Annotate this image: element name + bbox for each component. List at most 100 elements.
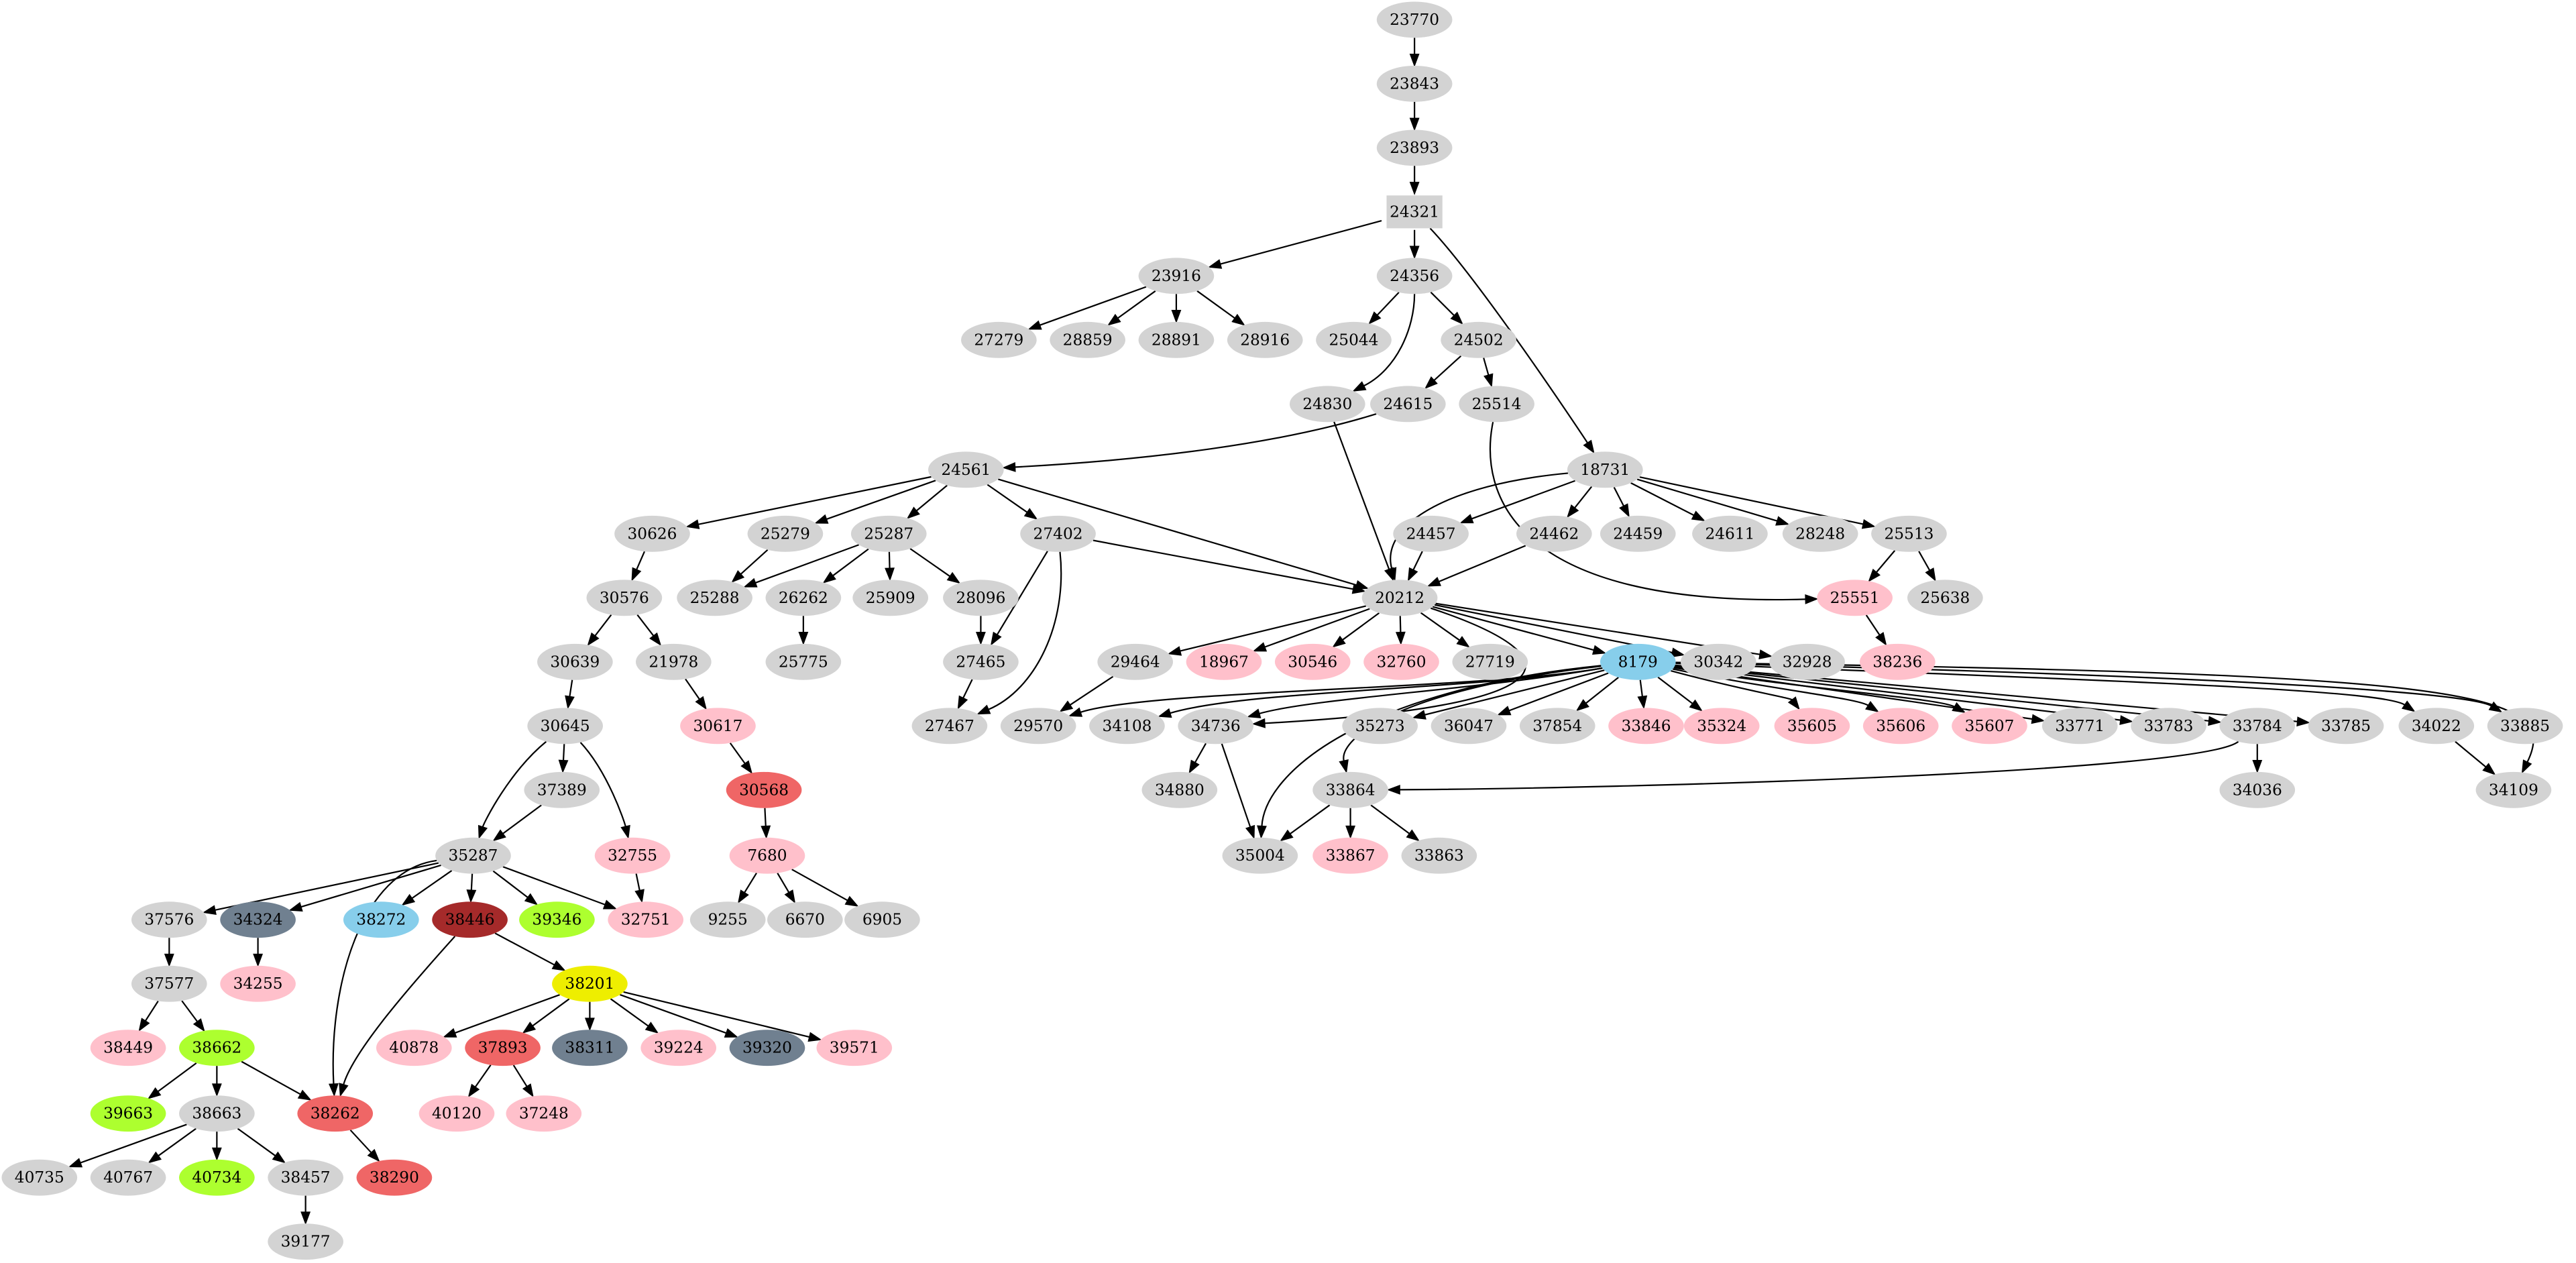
node-35324[interactable]: 35324 [1683,708,1760,745]
node-34036[interactable]: 34036 [2219,771,2296,808]
node-24321[interactable]: 24321 [1386,195,1443,229]
node-28859[interactable]: 28859 [1050,321,1125,358]
node-35273[interactable]: 35273 [1342,708,1418,745]
node-29570[interactable]: 29570 [1000,708,1076,745]
node-37854[interactable]: 37854 [1519,708,1595,745]
node-33864[interactable]: 33864 [1312,771,1388,808]
node-25909[interactable]: 25909 [852,580,929,616]
node-27719[interactable]: 27719 [1452,643,1528,680]
node-28248[interactable]: 28248 [1782,515,1858,552]
node-40767[interactable]: 40767 [90,1159,166,1196]
node-24611[interactable]: 24611 [1692,515,1768,552]
node-25638[interactable]: 25638 [1907,580,1983,616]
node-7680[interactable]: 7680 [729,837,805,874]
node-34736[interactable]: 34736 [1178,708,1254,745]
node-32760[interactable]: 32760 [1363,643,1439,680]
node-40878[interactable]: 40878 [376,1030,452,1066]
node-39224[interactable]: 39224 [640,1030,717,1066]
node-28096[interactable]: 28096 [943,580,1019,616]
node-34324[interactable]: 34324 [220,901,296,938]
node-30576[interactable]: 30576 [586,580,663,616]
node-38236[interactable]: 38236 [1859,643,1936,680]
node-38449[interactable]: 38449 [90,1030,166,1066]
node-30617[interactable]: 30617 [680,708,756,745]
node-34880[interactable]: 34880 [1141,771,1218,808]
node-27279[interactable]: 27279 [961,321,1037,358]
node-34255[interactable]: 34255 [220,965,296,1002]
node-34022[interactable]: 34022 [2398,708,2475,745]
node-38290[interactable]: 38290 [356,1159,433,1196]
node-36047[interactable]: 36047 [1431,708,1507,745]
node-39320[interactable]: 39320 [729,1030,805,1066]
node-18967[interactable]: 18967 [1186,643,1262,680]
node-25044[interactable]: 25044 [1316,321,1392,358]
node-24561[interactable]: 24561 [928,451,1004,488]
node-33867[interactable]: 33867 [1312,837,1388,874]
node-33783[interactable]: 33783 [2131,708,2206,745]
node-37576[interactable]: 37576 [131,901,207,938]
node-25514[interactable]: 25514 [1459,386,1534,423]
node-20212[interactable]: 20212 [1361,580,1438,616]
node-30568[interactable]: 30568 [726,771,802,808]
node-30546[interactable]: 30546 [1274,643,1351,680]
node-34109[interactable]: 34109 [2475,771,2552,808]
node-39177[interactable]: 39177 [268,1223,343,1260]
node-24615[interactable]: 24615 [1369,386,1446,423]
node-38457[interactable]: 38457 [268,1159,343,1196]
node-37389[interactable]: 37389 [524,771,600,808]
node-24462[interactable]: 24462 [1516,515,1592,552]
node-25551[interactable]: 25551 [1817,580,1893,616]
node-37893[interactable]: 37893 [465,1030,541,1066]
node-23770[interactable]: 23770 [1376,1,1453,38]
node-28916[interactable]: 28916 [1227,321,1303,358]
node-6905[interactable]: 6905 [844,901,920,938]
node-33863[interactable]: 33863 [1401,837,1477,874]
node-30645[interactable]: 30645 [527,708,604,745]
node-24830[interactable]: 24830 [1289,386,1365,423]
node-27467[interactable]: 27467 [911,708,988,745]
node-35004[interactable]: 35004 [1222,837,1298,874]
node-8179[interactable]: 8179 [1600,643,1676,680]
node-18731[interactable]: 18731 [1567,451,1643,488]
node-40735[interactable]: 40735 [1,1159,78,1196]
node-32755[interactable]: 32755 [594,837,671,874]
node-27402[interactable]: 27402 [1020,515,1096,552]
node-33885[interactable]: 33885 [2487,708,2563,745]
node-33771[interactable]: 33771 [2041,708,2118,745]
node-21978[interactable]: 21978 [636,643,712,680]
node-6670[interactable]: 6670 [767,901,843,938]
node-23893[interactable]: 23893 [1376,129,1453,166]
node-25775[interactable]: 25775 [765,643,842,680]
node-37248[interactable]: 37248 [506,1095,582,1132]
node-40120[interactable]: 40120 [418,1095,495,1132]
node-9255[interactable]: 9255 [689,901,766,938]
node-39571[interactable]: 39571 [816,1030,893,1066]
node-29464[interactable]: 29464 [1097,643,1174,680]
node-33784[interactable]: 33784 [2219,708,2296,745]
node-40734[interactable]: 40734 [179,1159,255,1196]
node-27465[interactable]: 27465 [943,643,1019,680]
node-25287[interactable]: 25287 [850,515,927,552]
node-25279[interactable]: 25279 [747,515,824,552]
node-24457[interactable]: 24457 [1393,515,1469,552]
node-25288[interactable]: 25288 [677,580,752,616]
node-25513[interactable]: 25513 [1871,515,1947,552]
node-37577[interactable]: 37577 [131,965,207,1002]
node-32751[interactable]: 32751 [608,901,684,938]
node-38446[interactable]: 38446 [432,901,508,938]
node-23843[interactable]: 23843 [1376,65,1453,102]
node-35287[interactable]: 35287 [435,837,511,874]
node-24502[interactable]: 24502 [1441,321,1516,358]
node-28891[interactable]: 28891 [1138,321,1215,358]
node-35606[interactable]: 35606 [1862,708,1939,745]
node-38663[interactable]: 38663 [179,1095,255,1132]
node-38272[interactable]: 38272 [343,901,419,938]
node-35605[interactable]: 35605 [1774,708,1850,745]
node-35607[interactable]: 35607 [1952,708,2027,745]
node-33785[interactable]: 33785 [2308,708,2384,745]
node-23916[interactable]: 23916 [1138,258,1215,294]
node-33846[interactable]: 33846 [1608,708,1684,745]
node-38201[interactable]: 38201 [552,965,628,1002]
node-32928[interactable]: 32928 [1769,643,1845,680]
node-30626[interactable]: 30626 [614,515,690,552]
